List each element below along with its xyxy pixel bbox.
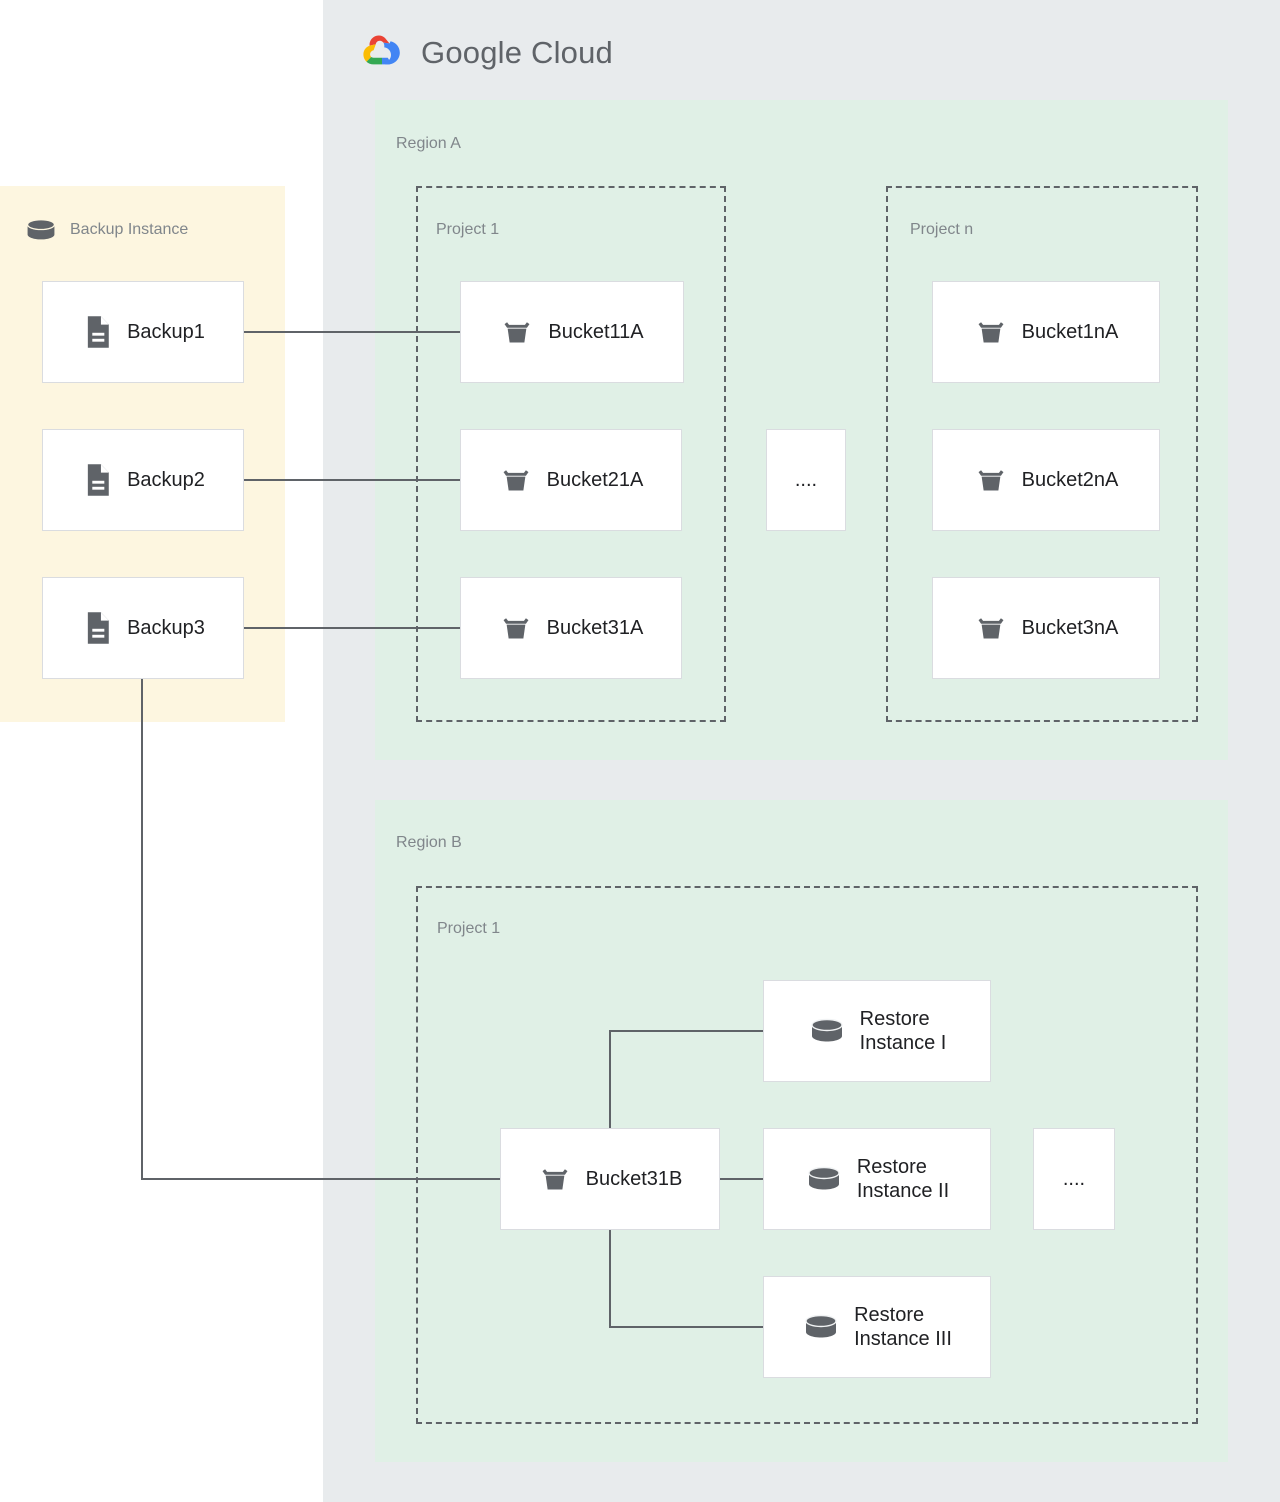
card-backup3[interactable]: Backup3 [42, 577, 244, 679]
backup-instance-header: Backup Instance [24, 215, 188, 245]
region-a-ellipsis-card: .... [766, 429, 846, 531]
database-instance-icon [808, 1016, 846, 1046]
card-bucket1na[interactable]: Bucket1nA [932, 281, 1160, 383]
bucket-icon [974, 315, 1008, 349]
card-bucket3na[interactable]: Bucket3nA [932, 577, 1160, 679]
bucket-icon [974, 463, 1008, 497]
card-bucket21a[interactable]: Bucket21A [460, 429, 682, 531]
backup-instance-title: Backup Instance [70, 221, 189, 238]
bucket-icon [499, 463, 533, 497]
region-a-project-n-box [886, 186, 1198, 722]
card-label: Backup1 [127, 320, 205, 343]
ellipsis-label: .... [794, 469, 818, 491]
card-restore-instance-2[interactable]: Restore Instance II [763, 1128, 991, 1230]
document-icon [81, 315, 113, 349]
brand-google: Google [421, 35, 523, 70]
card-label: Bucket31B [585, 1167, 683, 1190]
card-label: Bucket21A [546, 468, 644, 491]
ellipsis-label: .... [1062, 1168, 1086, 1190]
bucket-icon [500, 315, 534, 349]
card-label: Bucket11A [548, 320, 644, 343]
database-instance-icon [805, 1164, 843, 1194]
region-a-project-1-box [416, 186, 726, 722]
database-instance-icon [24, 216, 58, 244]
card-label: Bucket1nA [1021, 320, 1119, 343]
google-cloud-wordmark: Google Cloud [421, 35, 613, 71]
document-icon [81, 463, 113, 497]
card-label: Restore Instance II [856, 1155, 950, 1202]
document-icon [81, 611, 113, 645]
region-b-project-1-label: Project 1 [437, 920, 501, 937]
card-restore-instance-1[interactable]: Restore Instance I [763, 980, 991, 1082]
card-bucket11a[interactable]: Bucket11A [460, 281, 684, 383]
card-label: Bucket2nA [1021, 468, 1119, 491]
card-label: Backup2 [127, 468, 205, 491]
card-bucket31b[interactable]: Bucket31B [500, 1128, 720, 1230]
database-instance-icon [802, 1312, 840, 1342]
card-restore-instance-3[interactable]: Restore Instance III [763, 1276, 991, 1378]
google-cloud-branding: Google Cloud [358, 28, 613, 78]
card-label: Bucket31A [546, 616, 644, 639]
region-b-label: Region B [396, 834, 462, 851]
region-a-label: Region A [396, 135, 461, 152]
brand-cloud: Cloud [531, 35, 613, 70]
card-label: Restore Instance III [854, 1303, 952, 1350]
card-bucket2na[interactable]: Bucket2nA [932, 429, 1160, 531]
card-label: Bucket3nA [1021, 616, 1119, 639]
region-b-ellipsis-card: .... [1033, 1128, 1115, 1230]
bucket-icon [974, 611, 1008, 645]
card-bucket31a[interactable]: Bucket31A [460, 577, 682, 679]
region-a-project-n-label: Project n [910, 221, 974, 238]
bucket-icon [538, 1162, 572, 1196]
card-backup2[interactable]: Backup2 [42, 429, 244, 531]
card-backup1[interactable]: Backup1 [42, 281, 244, 383]
region-a-project-1-label: Project 1 [436, 221, 500, 238]
card-label: Backup3 [127, 616, 205, 639]
card-label: Restore Instance I [859, 1007, 947, 1054]
bucket-icon [499, 611, 533, 645]
google-cloud-logo-icon [358, 31, 408, 75]
